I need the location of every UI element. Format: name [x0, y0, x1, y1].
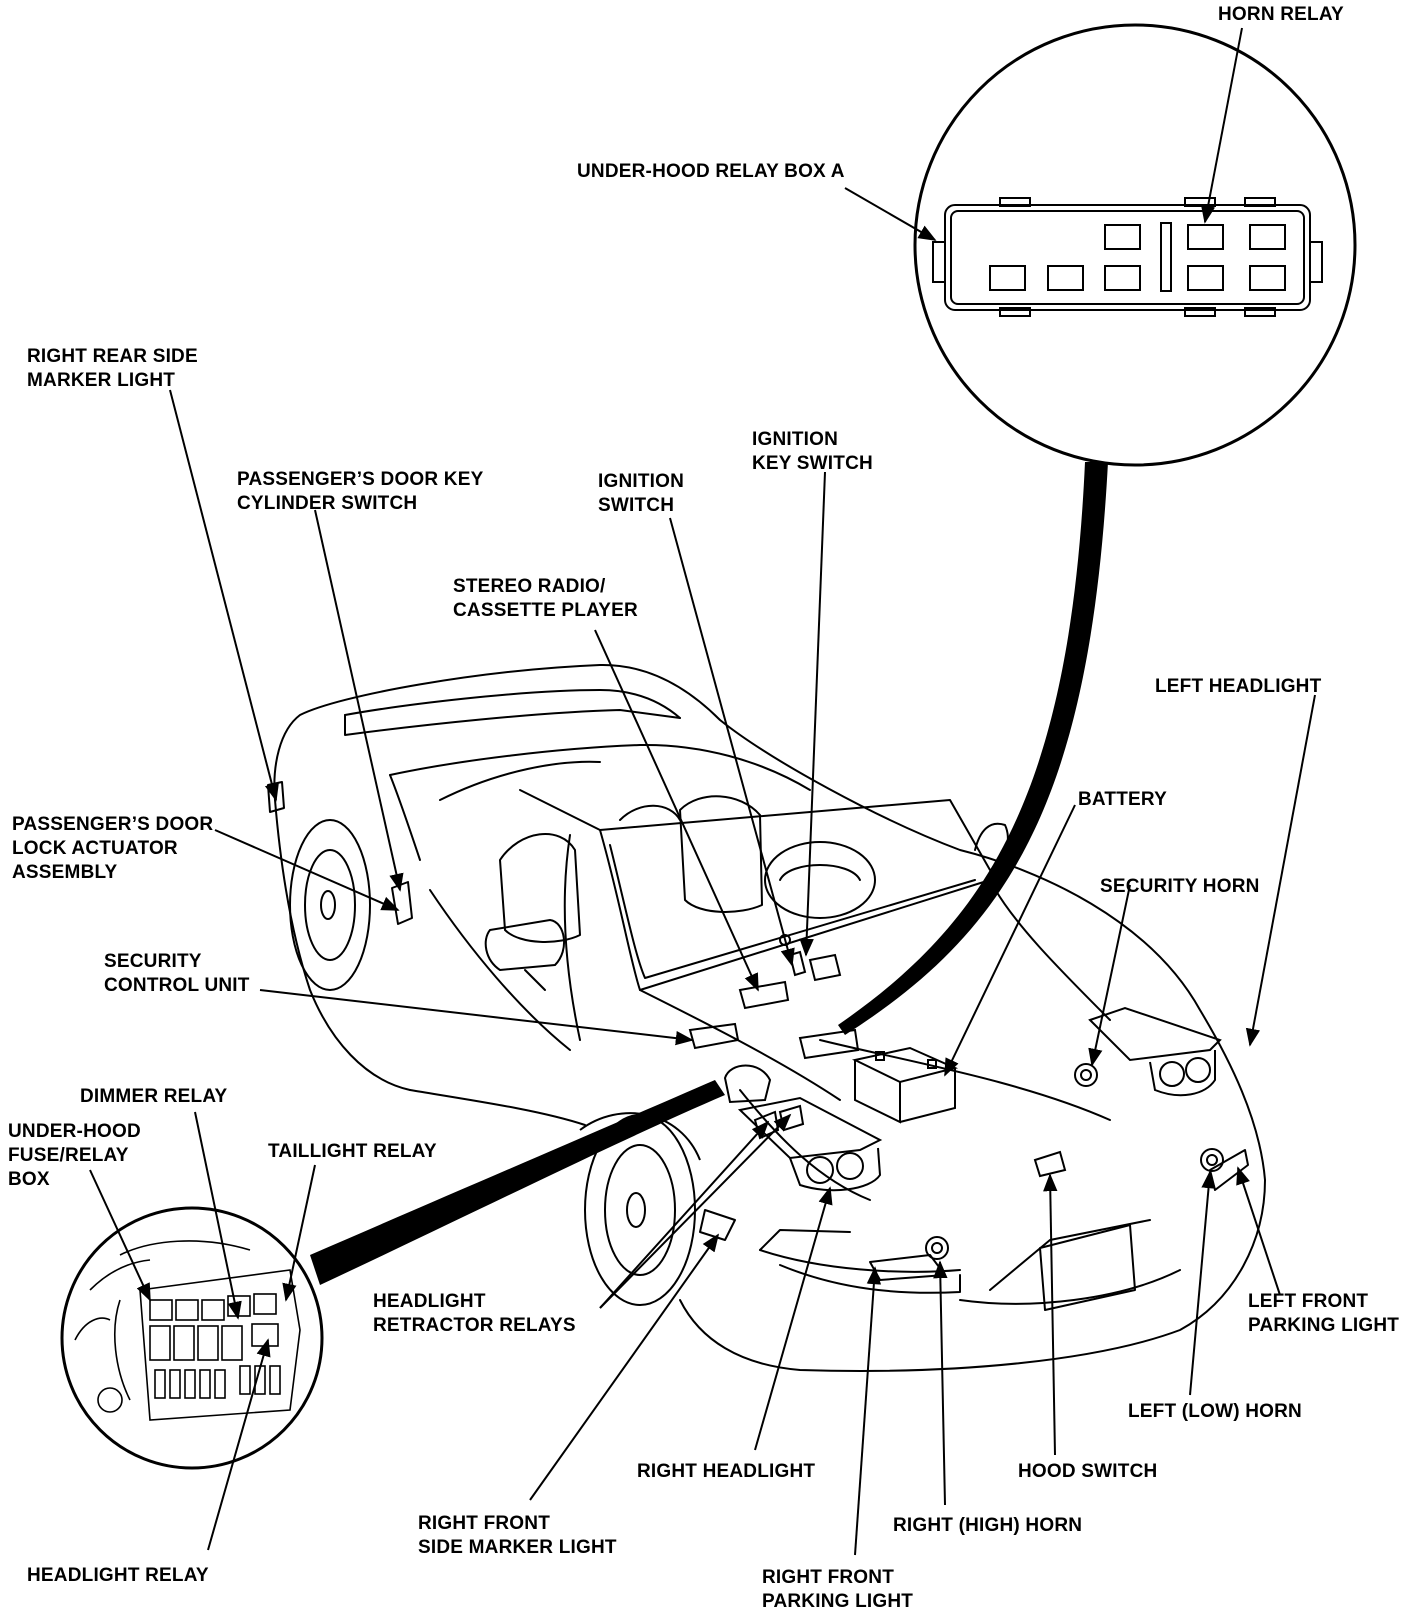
label-ignition-key-switch-line-1: IGNITION [752, 429, 839, 450]
leader-ignition-key-switch [799, 471, 826, 957]
label-ignition-key-switch-line-2: KEY SWITCH [752, 453, 873, 474]
label-security-control-unit: SECURITY CONTROL UNIT [104, 950, 250, 998]
leader-security-horn [1088, 884, 1131, 1067]
label-right-front-parking-light-line-2: PARKING LIGHT [762, 1591, 914, 1612]
left-headlight-unit [1088, 1006, 1222, 1097]
label-battery: BATTERY [1078, 788, 1167, 812]
leader-relay-box-a [844, 187, 937, 241]
leader-left-low-horn [1189, 1170, 1216, 1396]
inset-relay-box-a [838, 23, 1357, 1035]
label-under-hood-relay-box-a-line-1: UNDER-HOOD RELAY BOX A [577, 161, 845, 182]
label-passengers-door-lock-actuator-assembly: PASSENGER’S DOOR LOCK ACTUATOR ASSEMBLY [12, 813, 213, 885]
label-left-front-parking-light-line-2: PARKING LIGHT [1248, 1315, 1400, 1336]
label-dimmer-relay-line-1: DIMMER RELAY [80, 1086, 228, 1107]
label-stereo-radio-cassette-player: STEREO RADIO/CASSETTE PLAYER [453, 575, 638, 623]
leader-door-lock-actuator [214, 829, 400, 911]
label-horn-relay-line-1: HORN RELAY [1218, 4, 1344, 25]
leader-right-headlight [754, 1186, 833, 1451]
leader-right-front-parking-light [854, 1266, 882, 1556]
label-under-hood-relay-box-a: UNDER-HOOD RELAY BOX A [577, 160, 845, 184]
leader-lines [89, 27, 1316, 1556]
label-stereo-radio-cassette-player-line-2: CASSETTE PLAYER [453, 600, 638, 621]
label-right-headlight: RIGHT HEADLIGHT [637, 1460, 815, 1484]
wheels [289, 819, 701, 1306]
inset-fuse-relay-box [60, 1080, 725, 1470]
leader-retractor-relay-2 [599, 1113, 792, 1309]
leader-retractor-relay-1 [599, 1120, 770, 1309]
label-under-hood-fuse-relay-box-line-1: UNDER-HOOD [8, 1121, 141, 1142]
label-right-front-parking-light-line-1: RIGHT FRONT [762, 1567, 895, 1588]
label-headlight-relay-line-1: HEADLIGHT RELAY [27, 1565, 209, 1586]
leader-taillight-relay [282, 1164, 316, 1302]
leader-door-key-cylinder [314, 509, 404, 892]
leader-security-control-unit [259, 989, 694, 1046]
leader-horn-relay [1200, 27, 1243, 224]
label-hood-switch-line-1: HOOD SWITCH [1018, 1461, 1158, 1482]
leader-under-hood-fuse-box [89, 1169, 151, 1302]
label-left-headlight-line-1: LEFT HEADLIGHT [1155, 676, 1322, 697]
leader-ignition-switch [669, 517, 795, 967]
label-ignition-key-switch: IGNITION KEY SWITCH [752, 428, 873, 476]
leader-right-front-side-marker [529, 1233, 720, 1501]
label-passengers-door-key-cylinder-switch-line-1: PASSENGER’S DOOR KEY [237, 469, 484, 490]
label-horn-relay: HORN RELAY [1218, 3, 1344, 27]
label-security-horn-line-1: SECURITY HORN [1100, 876, 1260, 897]
label-right-rear-side-marker-light-line-2: MARKER LIGHT [27, 370, 176, 391]
label-stereo-radio-cassette-player-line-1: STEREO RADIO/ [453, 576, 606, 597]
label-security-control-unit-line-1: SECURITY [104, 951, 202, 972]
label-right-front-side-marker-light-line-2: SIDE MARKER LIGHT [418, 1537, 617, 1558]
label-ignition-switch: IGNITION SWITCH [598, 470, 684, 518]
leader-stereo [594, 629, 759, 992]
right-headlight-unit [737, 1096, 883, 1192]
label-passengers-door-key-cylinder-switch-line-2: CYLINDER SWITCH [237, 493, 418, 514]
label-security-horn: SECURITY HORN [1100, 875, 1260, 899]
leader-battery [944, 804, 1076, 1077]
label-headlight-retractor-relays: HEADLIGHT RETRACTOR RELAYS [373, 1290, 576, 1338]
components [688, 934, 1224, 1260]
label-passengers-door-lock-actuator-assembly-line-3: ASSEMBLY [12, 862, 118, 883]
label-left-front-parking-light-line-1: LEFT FRONT [1248, 1291, 1369, 1312]
label-passengers-door-lock-actuator-assembly-line-2: LOCK ACTUATOR [12, 838, 178, 859]
label-left-headlight: LEFT HEADLIGHT [1155, 675, 1321, 699]
label-right-rear-side-marker-light: RIGHT REAR SIDE MARKER LIGHT [27, 345, 198, 393]
label-right-rear-side-marker-light-line-1: RIGHT REAR SIDE [27, 346, 198, 367]
label-right-headlight-line-1: RIGHT HEADLIGHT [637, 1461, 816, 1482]
car-body [267, 663, 1266, 1372]
label-taillight-relay: TAILLIGHT RELAY [268, 1140, 437, 1164]
label-ignition-switch-line-1: IGNITION [598, 471, 685, 492]
label-headlight-retractor-relays-line-2: RETRACTOR RELAYS [373, 1315, 576, 1336]
leader-right-high-horn [933, 1260, 948, 1506]
label-left-front-parking-light: LEFT FRONT PARKING LIGHT [1248, 1290, 1399, 1338]
label-passengers-door-lock-actuator-assembly-line-1: PASSENGER’S DOOR [12, 814, 214, 835]
leader-dimmer-relay [194, 1111, 242, 1320]
label-right-front-parking-light: RIGHT FRONT PARKING LIGHT [762, 1566, 913, 1614]
label-taillight-relay-line-1: TAILLIGHT RELAY [268, 1141, 437, 1162]
label-headlight-relay: HEADLIGHT RELAY [27, 1564, 209, 1588]
label-battery-line-1: BATTERY [1078, 789, 1168, 810]
label-ignition-switch-line-2: SWITCH [598, 495, 675, 516]
label-left-low-horn-line-1: LEFT (LOW) HORN [1128, 1401, 1302, 1422]
leader-left-headlight [1245, 694, 1316, 1047]
label-security-control-unit-line-2: CONTROL UNIT [104, 975, 250, 996]
label-under-hood-fuse-relay-box-line-3: BOX [8, 1169, 50, 1190]
label-passengers-door-key-cylinder-switch: PASSENGER’S DOOR KEY CYLINDER SWITCH [237, 468, 483, 516]
label-right-high-horn-line-1: RIGHT (HIGH) HORN [893, 1515, 1083, 1536]
label-under-hood-fuse-relay-box: UNDER-HOOD FUSE/RELAY BOX [8, 1120, 141, 1192]
label-under-hood-fuse-relay-box-line-2: FUSE/RELAY [8, 1145, 129, 1166]
label-right-front-side-marker-light-line-1: RIGHT FRONT [418, 1513, 551, 1534]
label-left-low-horn: LEFT (LOW) HORN [1128, 1400, 1302, 1424]
label-dimmer-relay: DIMMER RELAY [80, 1085, 227, 1109]
label-right-front-side-marker-light: RIGHT FRONT SIDE MARKER LIGHT [418, 1512, 617, 1560]
label-hood-switch: HOOD SWITCH [1018, 1460, 1157, 1484]
label-headlight-retractor-relays-line-1: HEADLIGHT [373, 1291, 486, 1312]
leader-headlight-relay [207, 1338, 271, 1551]
leader-left-front-parking-light [1236, 1166, 1281, 1296]
label-right-high-horn: RIGHT (HIGH) HORN [893, 1514, 1082, 1538]
leader-hood-switch [1043, 1173, 1058, 1456]
leader-right-rear-side-marker [169, 389, 279, 802]
